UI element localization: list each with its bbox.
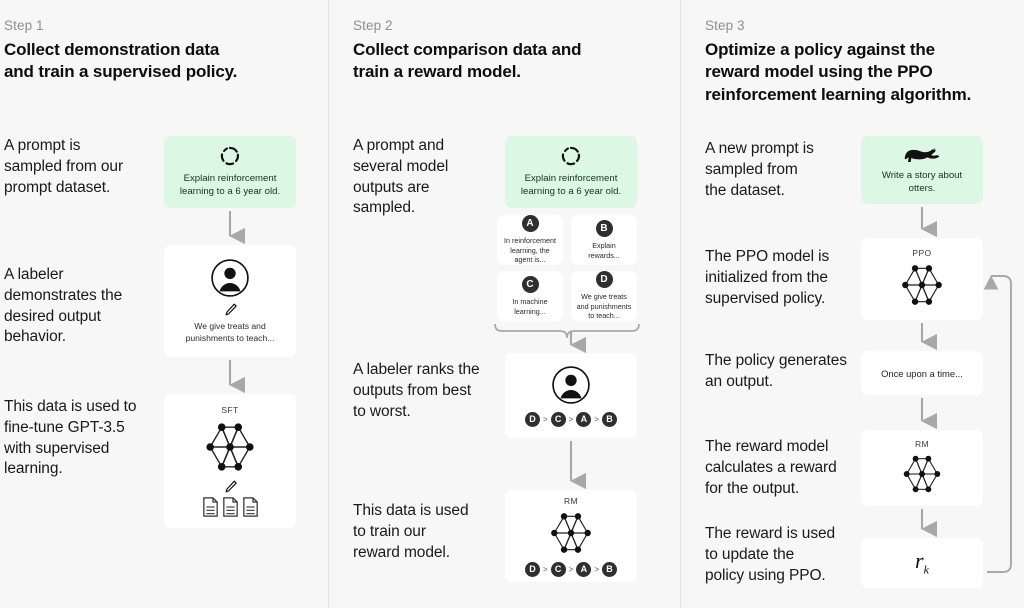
reward-symbol-r: r (915, 548, 924, 574)
step-2-label: Step 2 (353, 18, 393, 33)
step-2-ranking-card: D > C > A > B (505, 353, 637, 438)
step-3-label: Step 3 (705, 18, 745, 33)
step-1-title: Collect demonstration data and train a s… (4, 40, 238, 82)
rm-rank-badge-3: A (576, 561, 592, 577)
step-3-prompt-text: Write a story about otters. (881, 170, 963, 194)
step-3-caption-2: The PPO model is initialized from the su… (705, 248, 830, 307)
ranking-row: D > C > A > B (524, 411, 617, 427)
neural-network-icon (896, 451, 948, 497)
documents-icon (202, 497, 259, 517)
step-1-prompt-text: Explain reinforcement learning to a 6 ye… (179, 173, 281, 197)
rm-rank-badge-4: B (602, 561, 617, 577)
rank-sep-3: > (594, 414, 599, 424)
step-3-caption-5: The reward is used to update the policy … (705, 525, 836, 584)
step-3-title: Optimize a policy against the reward mod… (705, 40, 972, 104)
output-badge-a: A (521, 215, 539, 233)
output-card-b: B Explain rewards... (571, 215, 637, 265)
step-3-ppo-card: PPO (861, 238, 983, 320)
output-card-c: C In machine learning... (497, 271, 563, 321)
output-text-a: In reinforcement learning, the agent is.… (504, 236, 556, 265)
rm-rank-sep-2: > (568, 564, 574, 574)
output-badge-d: D (595, 271, 613, 289)
step-3-output-text: Once upon a time... (881, 367, 963, 379)
step-3-caption-1: A new prompt is sampled from the dataset… (705, 140, 814, 199)
output-text-c: In machine learning... (512, 297, 548, 316)
step-3-rm-card: RM (861, 430, 983, 506)
step-2-prompt-text: Explain reinforcement learning to a 6 ye… (520, 173, 622, 197)
step-3-caption-4: The reward model calculates a reward for… (705, 438, 837, 497)
step-1-caption-1: A prompt is sampled from our prompt data… (4, 137, 124, 196)
step-2-title: Collect comparison data and train a rewa… (353, 40, 582, 82)
rm-label-3: RM (914, 439, 930, 449)
step-3-reward-card: rk (861, 538, 983, 588)
step-1-label: Step 1 (4, 18, 44, 33)
step-1-caption-3: This data is used to fine-tune GPT-3.5 w… (4, 398, 137, 478)
step-1-labeler-text: We give treats and punishments to teach.… (185, 321, 275, 343)
neural-network-icon (893, 260, 951, 310)
pencil-icon (223, 479, 238, 494)
neural-network-icon (197, 417, 263, 477)
rank-badge-2: C (550, 411, 566, 427)
step-3-prompt-card: Write a story about otters. (861, 136, 983, 204)
ppo-label: PPO (912, 248, 932, 258)
output-badge-c: C (521, 276, 539, 293)
output-card-a: A In reinforcement learning, the agent i… (497, 215, 563, 265)
step-2-reward-model-card: RM (505, 490, 637, 582)
step-3-caption-3: The policy generates an output. (705, 352, 847, 390)
step-3-output-card: Once upon a time... (861, 351, 983, 395)
person-circle-icon (210, 258, 250, 298)
loading-dashed-circle-icon (219, 145, 241, 167)
rm-rank-badge-1: D (524, 561, 540, 577)
rm-rank-badge-2: C (550, 561, 566, 577)
step-2-caption-2: A labeler ranks the outputs from best to… (353, 361, 480, 420)
rank-badge-4: B (602, 411, 617, 427)
rm-label: RM (563, 495, 579, 506)
person-circle-icon (551, 365, 591, 405)
output-badge-b: B (595, 220, 613, 237)
step-1-column: Step 1 Collect demonstration data and tr… (0, 0, 328, 608)
output-text-b: Explain rewards... (588, 241, 620, 260)
loading-dashed-circle-icon (560, 145, 582, 167)
neural-network-icon (542, 508, 600, 558)
output-text-d: We give treats and punishments to teach.… (576, 292, 632, 321)
step-3-column: Step 3 Optimize a policy against the rew… (680, 0, 1024, 608)
step-2-caption-3: This data is used to train our reward mo… (353, 502, 469, 561)
step-1-prompt-card: Explain reinforcement learning to a 6 ye… (164, 136, 296, 208)
step-1-caption-2: A labeler demonstrates the desired outpu… (4, 266, 123, 346)
rm-rank-sep-3: > (594, 564, 599, 574)
reward-symbol-k: k (923, 562, 929, 577)
rank-sep-2: > (568, 414, 574, 424)
pencil-icon (223, 302, 238, 317)
rank-badge-3: A (576, 411, 592, 427)
sft-label: SFT (221, 405, 239, 415)
step-2-column: Step 2 Collect comparison data and train… (328, 0, 680, 608)
otter-icon (902, 144, 942, 164)
rank-badge-1: D (524, 411, 540, 427)
step-1-sft-card: SFT (164, 394, 296, 528)
step-2-caption-1: A prompt and several model outputs are s… (353, 137, 449, 217)
output-card-d: D We give treats and punishments to teac… (571, 271, 637, 321)
rank-sep-1: > (542, 414, 548, 424)
step-2-prompt-card: Explain reinforcement learning to a 6 ye… (505, 136, 637, 208)
step-1-labeler-card: We give treats and punishments to teach.… (164, 245, 296, 357)
ranking-row-rm: D > C > A > B (524, 561, 617, 577)
rm-rank-sep-1: > (542, 564, 548, 574)
reward-symbol: rk (915, 548, 929, 577)
